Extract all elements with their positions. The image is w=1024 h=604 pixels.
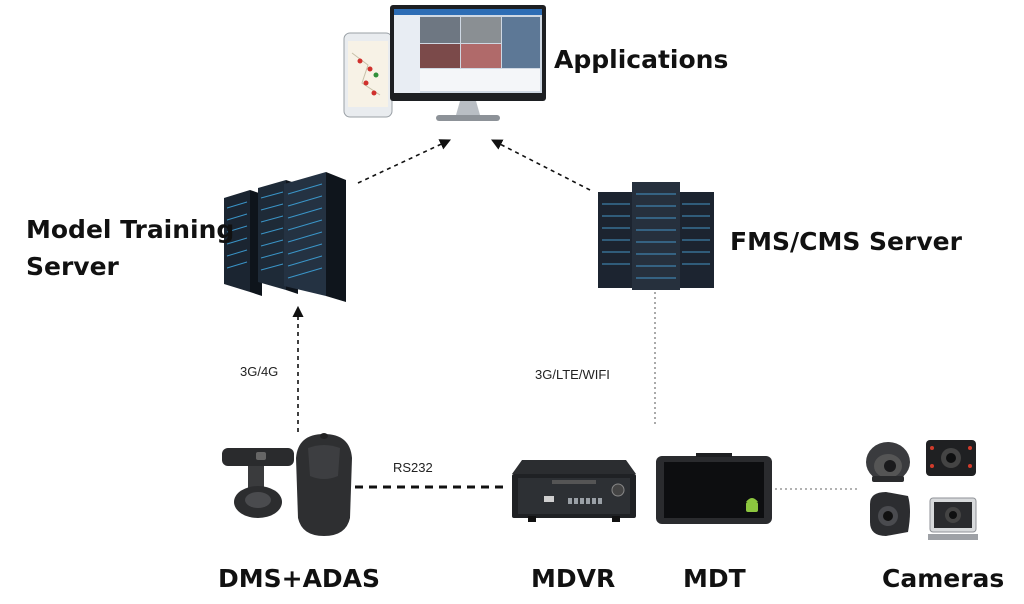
arrow-fms-server-to-applications	[491, 139, 591, 191]
link-label-3g-4g: 3G/4G	[240, 364, 279, 379]
model-training-server-label-line1: Model Training	[26, 215, 235, 244]
adas-camera-icon	[222, 448, 294, 518]
model-training-server-illustration	[224, 172, 346, 302]
link-label-3g-lte-wifi: 3G/LTE/WIFI	[535, 367, 610, 382]
mdt-tablet-icon	[656, 453, 772, 524]
server-rack-icon	[224, 172, 346, 302]
mdvr-illustration	[512, 460, 636, 522]
server-cluster-icon	[598, 182, 714, 290]
mdvr-label: MDVR	[531, 564, 616, 593]
bracket-camera-icon	[928, 497, 978, 540]
applications-devices-illustration	[343, 5, 546, 121]
link-label-rs232: RS232	[393, 460, 433, 475]
mdt-label: MDT	[683, 564, 746, 593]
mdt-illustration	[656, 453, 772, 524]
model-training-server-label-line2: Server	[26, 252, 119, 281]
mdvr-device-icon	[512, 460, 636, 522]
smartphone-icon	[343, 32, 393, 118]
fms-cms-server-label: FMS/CMS Server	[730, 227, 962, 256]
fms-cms-server-illustration	[598, 182, 714, 290]
arrow-model-server-to-applications	[357, 139, 452, 184]
android-icon	[746, 498, 758, 512]
cameras-label: Cameras	[882, 564, 1005, 593]
dms-adas-label: DMS+ADAS	[218, 564, 381, 593]
rear-view-camera-icon	[926, 440, 976, 476]
dms-camera-icon	[296, 433, 352, 536]
monitor-icon	[390, 5, 546, 121]
dms-adas-illustration	[222, 433, 352, 536]
side-camera-icon	[870, 492, 910, 536]
cameras-illustration	[866, 440, 978, 540]
dome-camera-icon	[866, 442, 910, 482]
applications-label: Applications	[554, 45, 729, 74]
